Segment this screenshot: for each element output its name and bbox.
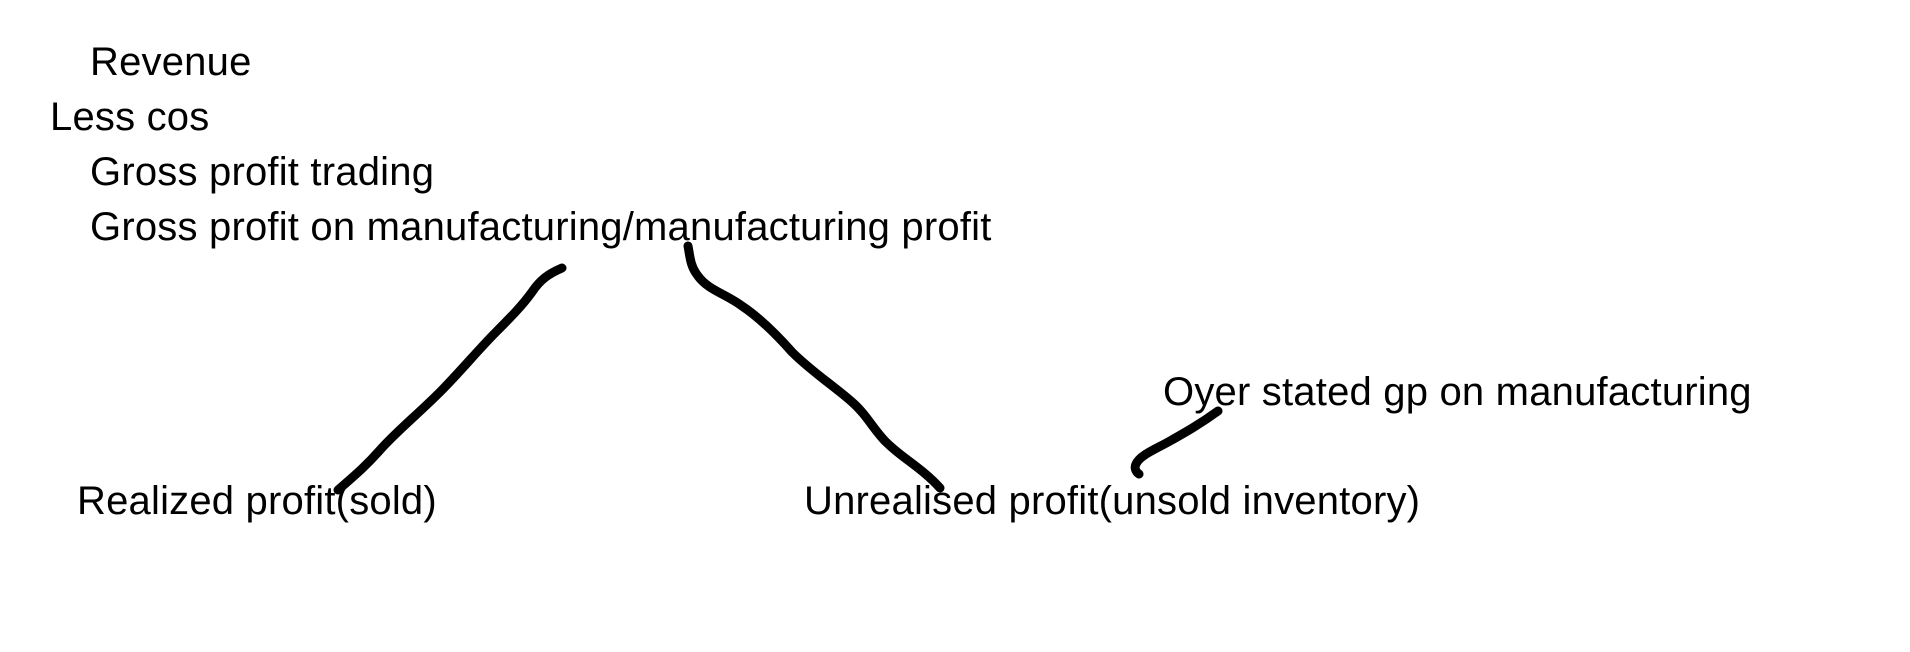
connector-to-unrealised-profit — [683, 241, 945, 493]
connector-to-over-stated-gp — [1130, 406, 1223, 479]
gross-profit-trading-label: Gross profit trading — [90, 150, 435, 194]
unrealised-profit-label: Unrealised profit(unsold inventory) — [804, 479, 1421, 523]
realized-profit-label: Realized profit(sold) — [77, 479, 437, 523]
less-cos-label: Less cos — [50, 95, 210, 139]
revenue-label: Revenue — [90, 40, 252, 84]
gross-profit-manufacturing-label: Gross profit on manufacturing/manufactur… — [90, 205, 992, 249]
connector-to-realized-profit — [333, 263, 567, 495]
over-stated-gp-label: Oyer stated gp on manufacturing — [1163, 370, 1752, 414]
